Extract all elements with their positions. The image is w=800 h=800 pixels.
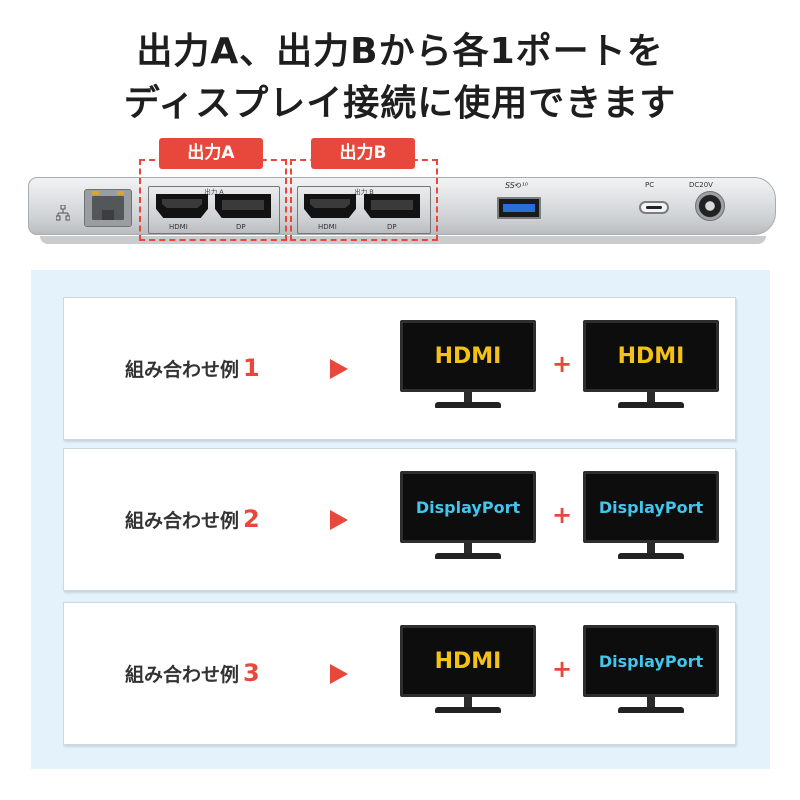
lan-led-left <box>92 191 99 195</box>
monitor-icon: HDMI <box>583 320 719 408</box>
monitor-connection-label: HDMI <box>434 343 502 369</box>
plus-icon: + <box>552 350 573 378</box>
play-arrow-icon <box>330 664 348 684</box>
output-b-dp-label: DP <box>387 223 397 231</box>
output-b-group-label: 出力 B <box>354 188 374 196</box>
monitor-icon: HDMI <box>400 625 536 713</box>
usb-c-pc-port <box>639 201 669 214</box>
output-a-hdmi-port <box>156 194 208 218</box>
output-b-hdmi-port <box>304 194 356 218</box>
example-number: 2 <box>243 505 260 533</box>
plus-icon: + <box>552 655 573 683</box>
output-b-port-group: 出力 B HDMI DP <box>297 186 431 234</box>
usb-a-port <box>497 197 541 219</box>
plus-icon: + <box>552 501 573 529</box>
output-b-tag: 出力B <box>311 138 415 169</box>
output-b-hdmi-label: HDMI <box>318 223 337 231</box>
lan-icon <box>56 205 70 221</box>
headline-line-2: ディスプレイ接続に使用できます <box>123 83 677 124</box>
output-b-displayport-port <box>364 194 420 218</box>
output-a-group-label: 出力 A <box>204 188 224 196</box>
dc-input-label: DC20V <box>689 181 713 189</box>
dc-power-jack <box>695 191 725 221</box>
play-arrow-icon <box>330 359 348 379</box>
monitor-connection-label: HDMI <box>434 648 502 674</box>
monitor-icon: DisplayPort <box>583 625 719 713</box>
play-arrow-icon <box>330 510 348 530</box>
example-number: 1 <box>243 354 260 382</box>
output-a-dp-label: DP <box>236 223 246 231</box>
output-a-displayport-port <box>215 194 271 218</box>
monitor-icon: DisplayPort <box>400 471 536 559</box>
output-a-tag: 出力A <box>159 138 263 169</box>
pc-port-label: PC <box>645 181 655 189</box>
monitor-connection-label: HDMI <box>617 343 685 369</box>
headline-line-1: 出力A、出力Bから各1ポートを <box>136 31 664 72</box>
lan-jack <box>92 196 124 220</box>
output-b-callout-frame <box>290 159 438 241</box>
output-a-callout-frame <box>139 159 287 241</box>
lan-led-right <box>117 191 124 195</box>
monitor-icon: DisplayPort <box>583 471 719 559</box>
output-a-port-group: 出力 A HDMI DP <box>148 186 280 234</box>
monitor-connection-label: DisplayPort <box>598 497 704 517</box>
monitor-icon: HDMI <box>400 320 536 408</box>
lan-port <box>84 189 132 227</box>
example-number: 3 <box>243 659 260 687</box>
output-a-hdmi-label: HDMI <box>169 223 188 231</box>
usb-superspeed-label: SS⟲¹⁰ <box>505 181 528 190</box>
monitor-connection-label: DisplayPort <box>415 497 521 517</box>
monitor-connection-label: DisplayPort <box>598 651 704 671</box>
